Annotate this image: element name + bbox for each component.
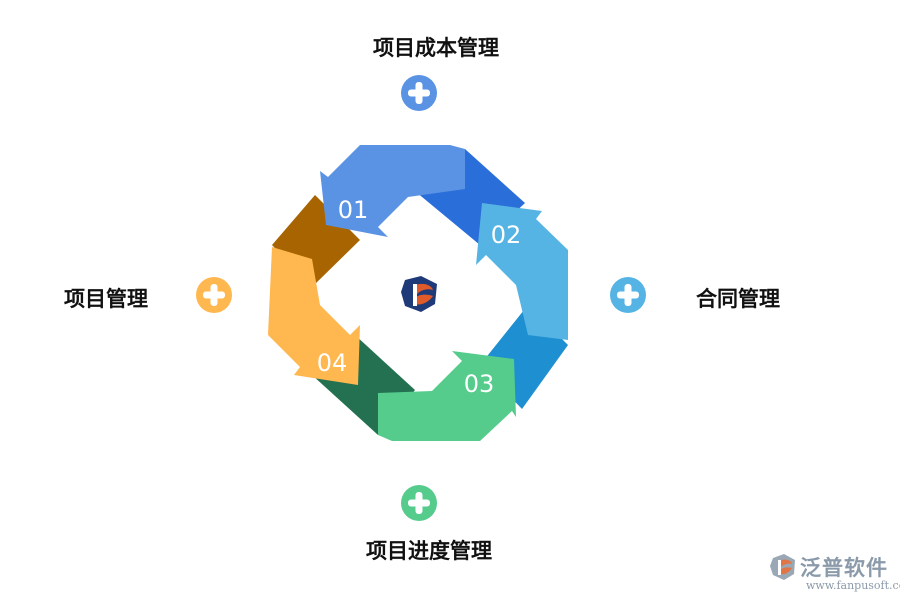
arrow-step-02 [476, 203, 568, 340]
label-cost-management: 项目成本管理 [373, 36, 499, 60]
label-contract-management: 合同管理 [696, 287, 780, 311]
plus-circle-icon-top[interactable] [400, 74, 438, 112]
arrow-step-01 [320, 145, 465, 237]
cycle-diagram: 01 02 03 04 [260, 135, 580, 455]
step-number-04: 04 [317, 349, 348, 377]
watermark-url: www.fanpusoft.com [806, 579, 900, 592]
step-number-03: 03 [464, 370, 495, 398]
plus-circle-icon-bottom[interactable] [400, 484, 438, 522]
arrow-step-03 [378, 351, 516, 441]
step-number-01: 01 [338, 196, 369, 224]
plus-circle-icon-right[interactable] [609, 276, 647, 314]
step-number-02: 02 [491, 221, 522, 249]
watermark-brand: 泛普软件 [800, 556, 888, 580]
label-project-management: 项目管理 [64, 287, 148, 311]
brand-logo-icon [401, 276, 437, 312]
label-schedule-management: 项目进度管理 [366, 539, 492, 563]
fanpu-logo-icon [770, 554, 795, 580]
watermark: 泛普软件 www.fanpusoft.com [770, 552, 900, 596]
arrow-step-04 [268, 247, 360, 385]
plus-circle-icon-left[interactable] [195, 276, 233, 314]
